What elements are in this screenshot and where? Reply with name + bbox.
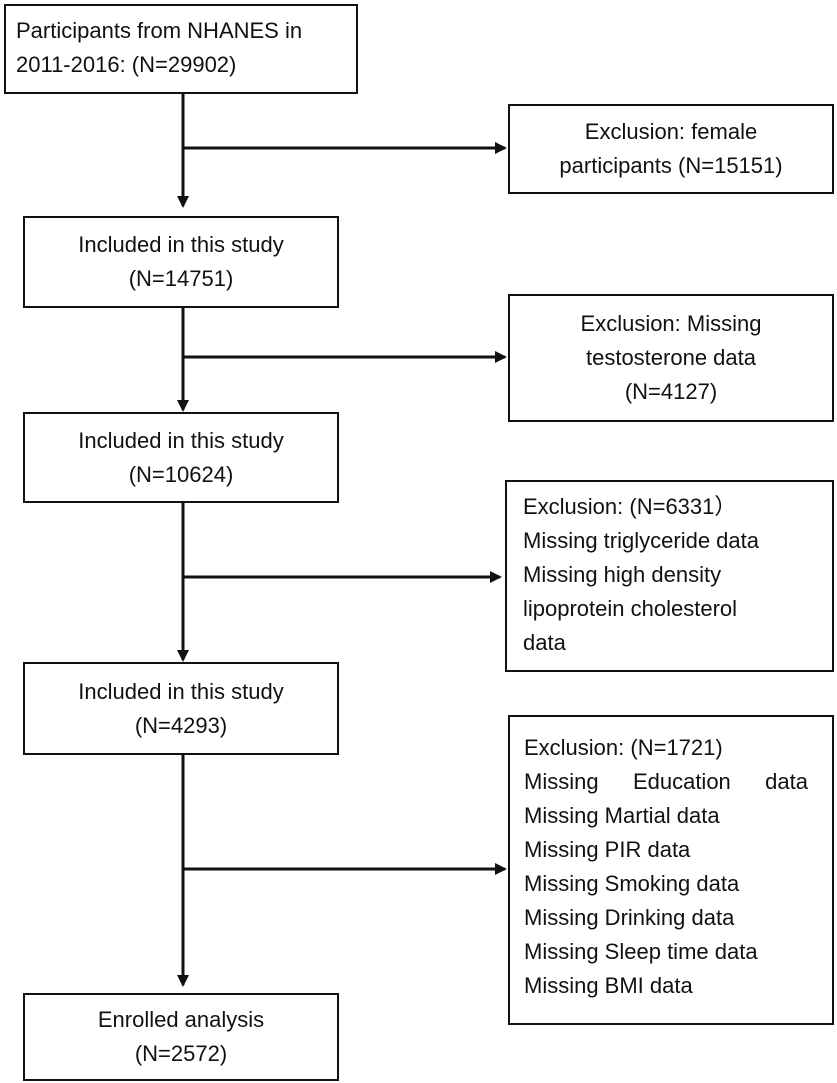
education-word-3: data bbox=[765, 769, 808, 794]
exclusion-lipid-line-1: Exclusion: (N=6331） bbox=[523, 494, 737, 519]
exclusion-covariates-header: Exclusion: (N=1721) bbox=[524, 735, 723, 760]
participants-line-2: 2011-2016: (N=29902) bbox=[16, 52, 237, 77]
education-word-2: Education bbox=[632, 769, 731, 794]
exclusion-female-line-2: participants (N=15151) bbox=[559, 153, 783, 178]
enrolled-line-2: (N=2572) bbox=[134, 1041, 228, 1066]
exclusion-lipid-line-4: lipoprotein cholesterol bbox=[523, 596, 738, 621]
exclusion-covariates-item: Missing PIR data bbox=[524, 837, 691, 862]
participants-line-1: Participants from NHANES in bbox=[16, 18, 303, 43]
exclusion-lipid-box: Exclusion: (N=6331） Missing triglyceride… bbox=[505, 480, 834, 672]
exclusion-lipid-line-2: Missing triglyceride data bbox=[523, 528, 759, 553]
exclusion-female-box: Exclusion: female participants (N=15151) bbox=[508, 104, 834, 194]
enrolled-line-1: Enrolled analysis bbox=[97, 1007, 265, 1032]
included-1-line-2: (N=14751) bbox=[128, 266, 234, 291]
participants-box: Participants from NHANES in 2011-2016: (… bbox=[4, 4, 358, 94]
included-2-line-2: (N=10624) bbox=[128, 461, 234, 487]
enrolled-box: Enrolled analysis (N=2572) bbox=[23, 993, 339, 1081]
exclusion-education-line: Missing Education data bbox=[524, 765, 808, 799]
exclusion-covariates-item: Missing BMI data bbox=[524, 973, 693, 998]
exclusion-covariates-item: Missing Sleep time data bbox=[524, 939, 758, 964]
exclusion-covariates-item: Missing Martial data bbox=[524, 803, 720, 828]
exclusion-covariates-box: Exclusion: (N=1721) Missing Education da… bbox=[508, 715, 834, 1025]
exclusion-testosterone-box: Exclusion: Missing testosterone data (N=… bbox=[508, 294, 834, 422]
exclusion-covariates-item: Missing Drinking data bbox=[524, 905, 735, 930]
exclusion-testosterone-line-2: testosterone data bbox=[585, 345, 756, 370]
included-1-line-1: Included in this study bbox=[78, 232, 284, 257]
exclusion-female-line-1: Exclusion: female bbox=[584, 119, 758, 144]
exclusion-covariates-item: Missing Smoking data bbox=[524, 871, 740, 896]
included-3-line-2: (N=4293) bbox=[134, 712, 228, 738]
exclusion-lipid-line-5: data bbox=[523, 630, 566, 655]
included-2-line-1: Included in this study bbox=[78, 427, 284, 453]
exclusion-lipid-line-3: Missing high density bbox=[523, 562, 722, 587]
included-3-line-1: Included in this study bbox=[78, 678, 284, 704]
included-box-1: Included in this study (N=14751) bbox=[23, 216, 339, 308]
education-word-1: Missing bbox=[524, 769, 599, 794]
exclusion-testosterone-line-3: (N=4127) bbox=[624, 379, 718, 404]
included-box-2: Included in this study (N=10624) bbox=[23, 412, 339, 503]
included-box-3: Included in this study (N=4293) bbox=[23, 662, 339, 755]
exclusion-testosterone-line-1: Exclusion: Missing bbox=[580, 311, 762, 336]
